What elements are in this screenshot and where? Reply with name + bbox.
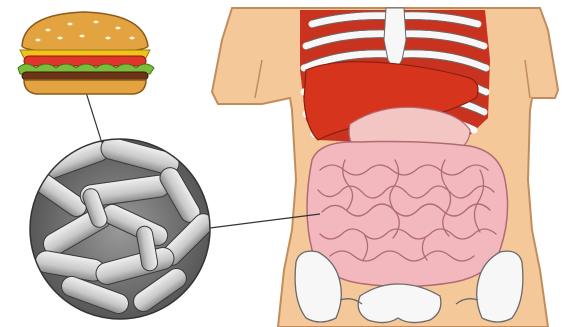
torso-anatomy-icon xyxy=(212,8,558,327)
bacteria-micrograph-icon xyxy=(30,135,218,319)
hamburger-icon xyxy=(18,12,154,94)
top-bun xyxy=(22,12,148,52)
patty xyxy=(22,72,148,80)
intestines xyxy=(307,142,508,287)
bottom-bun xyxy=(24,80,146,94)
